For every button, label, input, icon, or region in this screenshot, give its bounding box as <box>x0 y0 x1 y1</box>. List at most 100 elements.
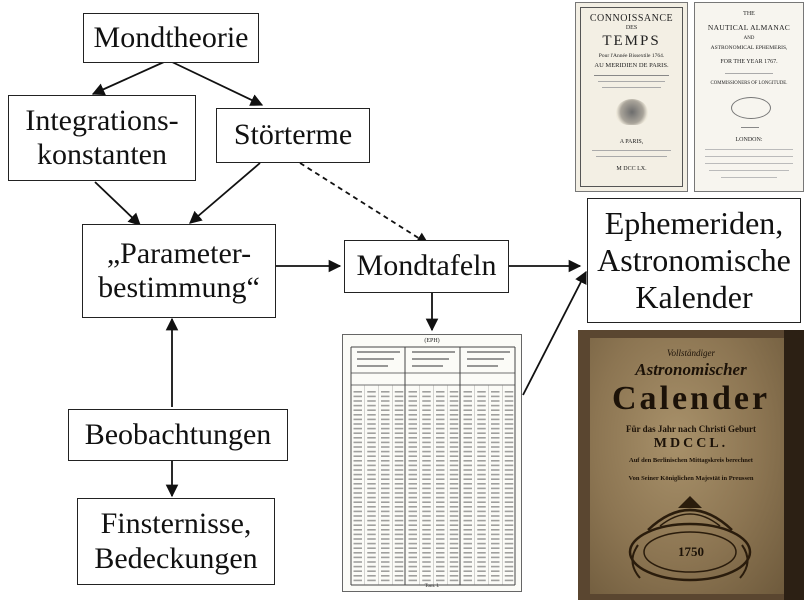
table-cell-mark <box>491 510 500 513</box>
table-cell-mark <box>504 506 514 508</box>
table-cell-mark <box>463 524 472 526</box>
table-cell-mark <box>477 570 486 572</box>
table-cell-mark <box>367 464 376 467</box>
table-cell-mark <box>367 483 376 485</box>
table-cell-mark <box>477 400 486 402</box>
table-cell-mark <box>353 524 362 526</box>
table-cell-mark <box>353 450 362 453</box>
table-cell-mark <box>463 473 472 476</box>
table-cell-mark <box>394 473 404 476</box>
table-cell-mark <box>381 395 390 398</box>
table-cell-mark <box>504 414 514 416</box>
table-cell-mark <box>353 391 362 393</box>
table-cell-mark <box>353 510 362 513</box>
table-cell-mark <box>436 455 445 457</box>
table-cell-mark <box>491 561 500 563</box>
table-cell-mark <box>463 437 472 439</box>
nautical-title: NAUTICAL ALMANAC <box>707 23 791 32</box>
table-cell-mark <box>463 469 472 471</box>
table-cell-mark <box>449 455 459 457</box>
table-cell-mark <box>353 414 362 416</box>
table-cell-mark <box>381 561 390 563</box>
table-header-mark <box>467 365 498 367</box>
table-cell-mark <box>449 478 459 480</box>
table-cell-mark <box>381 441 390 444</box>
table-cell-mark <box>422 575 431 577</box>
node-ephemeriden-line2: Astronomische <box>597 242 791 279</box>
table-cell-mark <box>381 423 390 425</box>
table-cell-mark <box>422 579 431 582</box>
table-cell-mark <box>436 464 445 467</box>
table-cell-mark <box>381 492 390 494</box>
table-cell-mark <box>463 446 472 448</box>
table-cell-mark <box>353 538 362 540</box>
table-cell-mark <box>353 423 362 425</box>
table-cell-mark <box>381 515 390 517</box>
connoissance-place: A PARIS, <box>619 139 644 145</box>
table-cell-mark <box>367 446 376 448</box>
table-cell-mark <box>367 409 376 411</box>
table-cell-mark <box>463 547 472 549</box>
table-cell-mark <box>353 473 362 476</box>
table-cell-mark <box>449 542 459 545</box>
table-cell-mark <box>394 446 404 448</box>
kalender-emblem-year: 1750 <box>678 544 704 559</box>
table-cell-mark <box>504 427 514 430</box>
kalender-line5: MDCCL. <box>653 436 729 451</box>
table-cell-mark <box>353 547 362 549</box>
table-cell-mark <box>436 496 445 499</box>
table-cell-mark <box>504 515 514 517</box>
table-cell-mark <box>477 483 486 485</box>
table-cell-mark <box>367 515 376 517</box>
table-cell-mark <box>367 478 376 480</box>
table-cell-mark <box>491 441 500 444</box>
table-cell-mark <box>422 561 431 563</box>
table-cell-mark <box>394 506 404 508</box>
table-cell-mark <box>436 487 445 490</box>
kalender-line6: Auf den Berlinischen Mittagskreis berech… <box>629 457 753 464</box>
table-cell-mark <box>504 519 514 522</box>
table-cell-mark <box>394 515 404 517</box>
table-cell-mark <box>381 483 390 485</box>
table-cell-mark <box>491 409 500 411</box>
table-cell-mark <box>353 542 362 545</box>
table-cell-mark <box>477 575 486 577</box>
table-cell-mark <box>408 524 417 526</box>
table-cell-mark <box>353 492 362 494</box>
table-cell-mark <box>367 469 376 471</box>
table-cell-mark <box>504 455 514 457</box>
table-cell-mark <box>463 561 472 563</box>
table-cell-mark <box>422 510 431 513</box>
node-mondtheorie-label: Mondtheorie <box>93 20 249 54</box>
table-cell-mark <box>436 395 445 398</box>
table-cell-mark <box>408 478 417 480</box>
table-cell-mark <box>408 391 417 393</box>
table-cell-mark <box>422 556 431 559</box>
table-cell-mark <box>367 510 376 513</box>
nautical-line3: ASTRONOMICAL EPHEMERIS, <box>710 45 788 51</box>
table-cell-mark <box>394 487 404 490</box>
table-cell-mark <box>353 533 362 536</box>
table-cell-mark <box>408 496 417 499</box>
table-cell-mark <box>394 538 404 540</box>
table-cell-mark <box>408 565 417 568</box>
table-cell-mark <box>436 469 445 471</box>
table-cell-mark <box>367 427 376 430</box>
table-cell-mark <box>491 579 500 582</box>
table-cell-mark <box>504 423 514 425</box>
table-cell-mark <box>367 519 376 522</box>
table-cell-mark <box>491 487 500 490</box>
table-cell-mark <box>408 561 417 563</box>
table-cell-mark <box>422 519 431 522</box>
table-cell-mark <box>436 542 445 545</box>
table-cell-mark <box>504 496 514 499</box>
table-cell-mark <box>367 455 376 457</box>
table-cell-mark <box>367 575 376 577</box>
table-cell-mark <box>491 506 500 508</box>
table-cell-mark <box>394 400 404 402</box>
table-cell-mark <box>436 460 445 462</box>
table-cell-mark <box>504 450 514 453</box>
table-cell-mark <box>491 533 500 536</box>
table-cell-mark <box>422 446 431 448</box>
